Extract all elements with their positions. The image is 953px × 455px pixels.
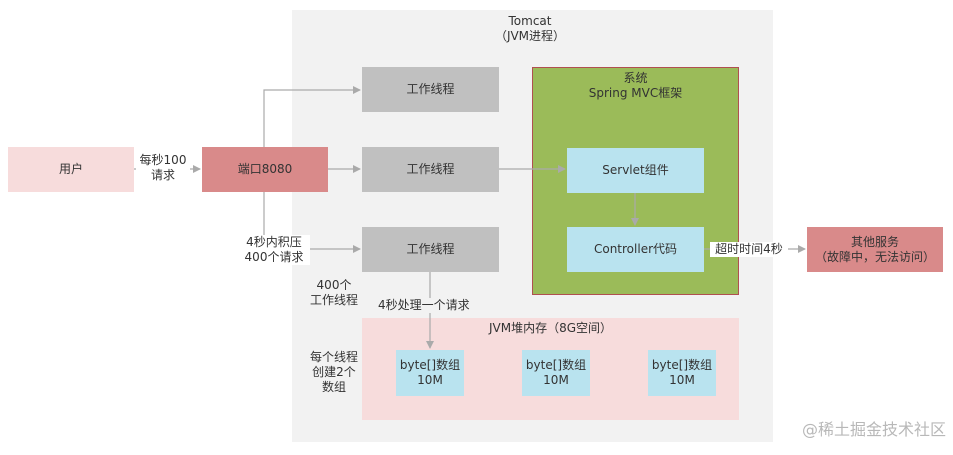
heap-note: 每个线程 创建2个 数组 bbox=[300, 350, 368, 395]
controller-code: Controller代码 bbox=[567, 227, 704, 272]
thread-count-label: 400个 工作线程 bbox=[300, 278, 368, 308]
servlet-label: Servlet组件 bbox=[602, 163, 669, 177]
watermark: @稀土掘金技术社区 bbox=[776, 420, 946, 440]
tomcat-title: Tomcat （JVM进程） bbox=[460, 14, 600, 44]
servlet-component: Servlet组件 bbox=[567, 148, 704, 193]
heap-note-line1: 每个线程 bbox=[309, 350, 358, 364]
tomcat-title-text: Tomcat bbox=[508, 14, 552, 28]
thread-count-line1: 400个 bbox=[316, 278, 352, 292]
byte-array-1-line2: 10M bbox=[417, 373, 443, 387]
heap-note-line3: 数组 bbox=[321, 380, 346, 394]
system-title: 系统 Spring MVC框架 bbox=[532, 71, 739, 101]
timeout-overlay-text: 超时时间4秒 bbox=[715, 242, 783, 256]
system-title-line1: 系统 bbox=[623, 71, 648, 85]
user-label: 用户 bbox=[58, 162, 83, 176]
arrow-port-to-thread-1 bbox=[263, 86, 361, 147]
request-rate-overlay-line2: 请求 bbox=[150, 168, 175, 182]
system-title-line2: Spring MVC框架 bbox=[588, 86, 683, 100]
worker-thread-1: 工作线程 bbox=[362, 67, 499, 112]
request-rate-label-overlay: 每秒100 请求 bbox=[136, 153, 190, 183]
request-rate-overlay-line1: 每秒100 bbox=[139, 153, 187, 167]
heap-title: JVM堆内存（8G空间） bbox=[362, 321, 739, 336]
byte-array-2: byte[]数组 10M bbox=[522, 350, 590, 396]
backlog-label-overlay: 4秒内积压 400个请求 bbox=[238, 235, 310, 265]
watermark-text: @稀土掘金技术社区 bbox=[801, 420, 946, 439]
backlog-overlay-line1: 4秒内积压 bbox=[246, 235, 302, 249]
other-service-box: 其他服务 （故障中，无法访问） bbox=[807, 227, 943, 272]
worker-thread-3-label: 工作线程 bbox=[406, 242, 455, 256]
other-service-line1: 其他服务 bbox=[850, 234, 899, 249]
worker-thread-3: 工作线程 bbox=[362, 227, 499, 272]
byte-array-2-line1: byte[]数组 bbox=[525, 358, 587, 372]
port-box: 端口8080 bbox=[202, 147, 328, 192]
other-service-line2: （故障中，无法访问） bbox=[814, 249, 935, 264]
byte-array-3-line2: 10M bbox=[669, 373, 695, 387]
controller-label: Controller代码 bbox=[593, 242, 678, 256]
backlog-overlay-line2: 400个请求 bbox=[244, 250, 304, 264]
process-note-overlay-text: 4秒处理一个请求 bbox=[378, 298, 470, 312]
worker-thread-2-label: 工作线程 bbox=[406, 162, 455, 176]
byte-array-2-line2: 10M bbox=[543, 373, 569, 387]
heap-note-line2: 创建2个 bbox=[312, 365, 356, 379]
byte-array-3: byte[]数组 10M bbox=[648, 350, 716, 396]
tomcat-subtitle-text: （JVM进程） bbox=[494, 29, 566, 43]
byte-array-1: byte[]数组 10M bbox=[396, 350, 464, 396]
worker-thread-2: 工作线程 bbox=[362, 147, 499, 192]
process-note-overlay: 4秒处理一个请求 bbox=[378, 298, 482, 313]
port-label: 端口8080 bbox=[237, 162, 293, 176]
heap-title-text: JVM堆内存（8G空间） bbox=[488, 321, 613, 335]
worker-thread-1-label: 工作线程 bbox=[406, 82, 455, 96]
thread-count-line2: 工作线程 bbox=[309, 293, 358, 307]
user-box: 用户 bbox=[8, 147, 134, 192]
byte-array-1-line1: byte[]数组 bbox=[399, 358, 461, 372]
byte-array-3-line1: byte[]数组 bbox=[651, 358, 713, 372]
timeout-label-overlay: 超时时间4秒 bbox=[710, 242, 788, 257]
